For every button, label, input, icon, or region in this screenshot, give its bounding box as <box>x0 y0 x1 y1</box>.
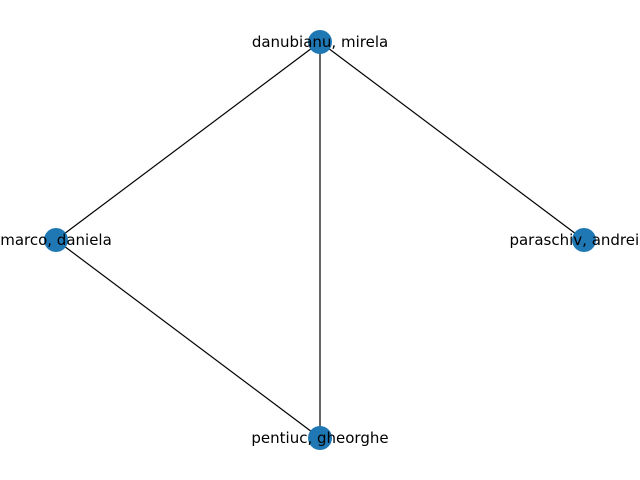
edge-marco-pentiuc <box>55 239 321 439</box>
node-danubianu <box>308 30 332 54</box>
node-paraschiv <box>572 228 596 252</box>
node-pentiuc <box>308 426 332 450</box>
node-label-danubianu: danubianu, mirela <box>252 33 388 51</box>
edge-danubianu-paraschiv <box>319 41 585 241</box>
node-marco <box>44 228 68 252</box>
edges-layer <box>55 41 585 439</box>
node-label-pentiuc: pentiuc, gheorghe <box>251 429 388 447</box>
node-label-marco: marco, daniela <box>0 231 112 249</box>
labels-layer: danubianu, mirela marco, daniela paraschiv… <box>0 33 640 447</box>
edge-danubianu-marco <box>55 41 321 241</box>
nodes-layer <box>44 30 596 450</box>
node-label-paraschiv: paraschiv, andrei m <box>509 231 640 249</box>
